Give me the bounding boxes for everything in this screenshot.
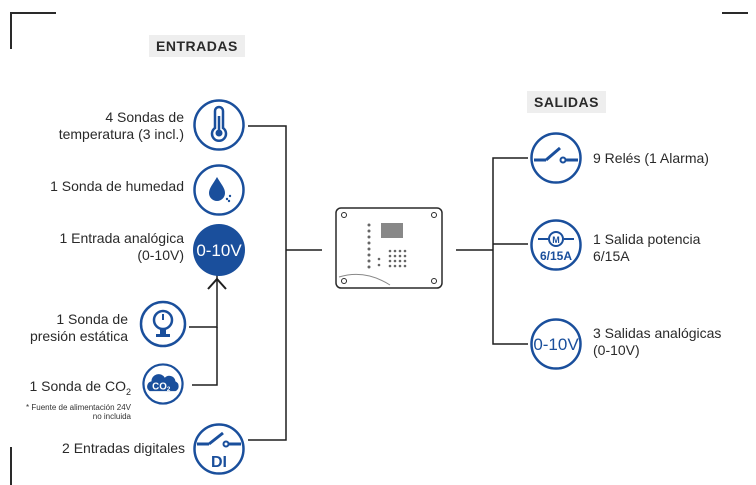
temperature-probe-label: 4 Sondas de temperatura (3 incl.) — [58, 109, 184, 142]
outputs-header: SALIDAS — [527, 91, 606, 113]
analog-output-icon: 0-10V — [530, 318, 582, 370]
relay-switch-icon — [530, 132, 582, 184]
analog-input-label: 1 Entrada analógica (0-10V) — [59, 230, 184, 263]
svg-text:DI: DI — [211, 454, 227, 471]
relays-label: 9 Relés (1 Alarma) — [593, 150, 709, 166]
svg-text:M: M — [552, 235, 560, 245]
humidity-probe-label: 1 Sonda de humedad — [50, 178, 184, 194]
water-drop-icon — [193, 164, 245, 216]
svg-text:CO2: CO2 — [152, 381, 171, 393]
svg-text:0-10V: 0-10V — [533, 335, 579, 354]
svg-text:0-10V: 0-10V — [196, 241, 242, 260]
power-output-label: 1 Salida potencia 6/15A — [593, 231, 701, 264]
analog-outputs-label: 3 Salidas analógicas (0-10V) — [593, 325, 722, 358]
power-output-motor-icon: M 6/15A — [530, 219, 582, 271]
digital-inputs-label: 2 Entradas digitales — [62, 440, 185, 456]
power-supply-note: * Fuente de alimentación 24V no incluida — [26, 403, 131, 421]
inputs-header: ENTRADAS — [149, 35, 245, 57]
thermometer-icon — [193, 99, 245, 151]
controller-device — [335, 207, 443, 289]
analog-input-icon: 0-10V — [193, 224, 245, 276]
pressure-probe-label: 1 Sonda de presión estática — [29, 311, 128, 344]
pressure-gauge-icon — [139, 300, 187, 348]
co2-probe-label: 1 Sonda de CO2 — [29, 378, 131, 397]
digital-input-switch-icon: DI — [193, 423, 245, 475]
co2-cloud-icon: CO2 — [142, 363, 184, 405]
svg-text:6/15A: 6/15A — [540, 249, 572, 263]
